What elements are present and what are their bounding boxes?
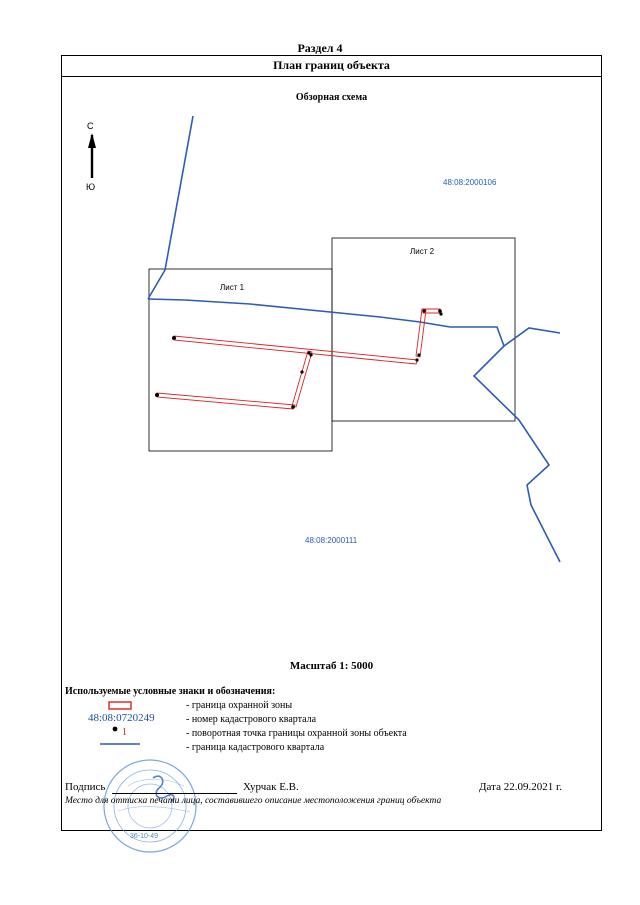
legend-item-cadastral-boundary: - граница кадастрового квартала (186, 742, 325, 753)
turning-point (172, 336, 176, 340)
legend-title: Используемые условные знаки и обозначени… (65, 686, 276, 697)
turning-point (422, 309, 426, 313)
legend-point-number: 1 (122, 727, 127, 738)
document-date: Дата 22.09.2021 г. (479, 781, 562, 793)
signature-line (112, 793, 237, 794)
cadastral-boundary-line (503, 327, 561, 347)
turning-point (417, 353, 421, 357)
turning-point (439, 312, 443, 316)
legend-cadastral-sample: 48:08:0720249 (88, 712, 155, 724)
zone-boundary-legend-icon (108, 701, 132, 710)
turning-point (309, 353, 313, 357)
zone-strip (173, 335, 419, 365)
protection-zone (156, 308, 441, 410)
legend-item-turning-point: - поворотная точка границы охранной зоны… (186, 728, 407, 739)
sheet-1-label: Лист 1 (220, 283, 245, 292)
signature-label: Подпись (65, 781, 106, 793)
quarter-number-top: 48:08:2000106 (443, 178, 497, 187)
stamp-seal: 36-10-49 (103, 759, 197, 853)
section-title: Раздел 4 (297, 41, 343, 55)
quarter-number-bottom: 48:08:2000111 (305, 536, 358, 545)
stamp-place-note: Место для оттиска печати лица, составивш… (65, 796, 442, 806)
turning-point (438, 309, 442, 313)
turning-points (155, 309, 443, 409)
stamp-number: 36-10-49 (130, 833, 158, 840)
cadastral-boundary-line (147, 115, 194, 300)
signer-name: Хурчак Е.В. (243, 781, 299, 793)
north-label: С (87, 121, 94, 131)
zone-strip (156, 392, 296, 410)
overview-title: Обзорная схема (295, 92, 368, 103)
sheet-2-frame (331, 237, 516, 422)
plan-title: План границ объекта (61, 55, 602, 77)
turning-point (415, 358, 419, 362)
turning-point-legend-icon (112, 726, 118, 732)
zone-strip (291, 350, 313, 408)
sheet-2-label: Лист 2 (410, 247, 435, 256)
turning-point (155, 393, 159, 397)
cadastral-boundary-line (147, 298, 561, 563)
zone-strip (415, 308, 427, 358)
document-frame (61, 55, 602, 831)
sheet-1-frame (148, 268, 333, 452)
legend-item-zone: - граница охранной зоны (186, 700, 293, 711)
map-scale: Масштаб 1: 5000 (289, 660, 374, 672)
cadastral-boundaries (147, 115, 561, 563)
overview-map: С Ю Лист 1 Лист 2 48:08:2000106 48:08:20… (86, 115, 561, 563)
turning-point (300, 370, 304, 374)
south-label: Ю (86, 182, 95, 192)
legend-item-cadastral-number: - номер кадастрового квартала (186, 714, 317, 725)
north-arrow-icon: С Ю (86, 121, 96, 192)
legend-symbols (100, 701, 140, 745)
turning-point (291, 405, 295, 409)
turning-point (307, 351, 311, 355)
